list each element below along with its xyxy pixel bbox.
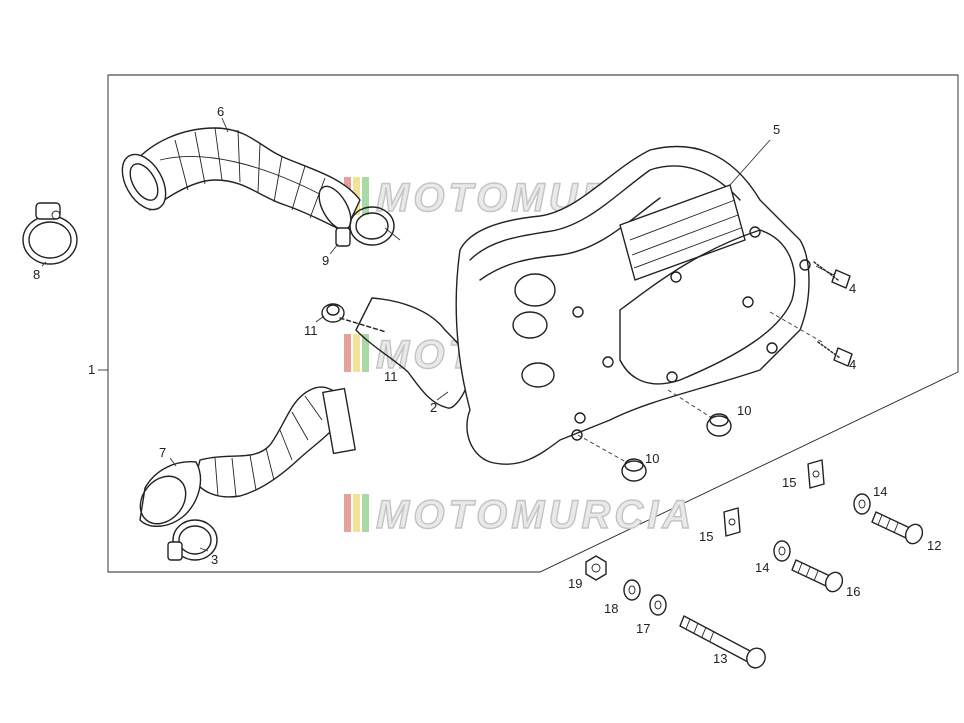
watermark-text: MOTOMURCIA [376,493,695,537]
label-part-11-second: 11 [384,369,398,384]
leader-2 [436,391,449,401]
label-part-7: 7 [159,445,166,460]
screw-part-4-upper [813,261,851,289]
label-part-5: 5 [773,122,780,137]
label-part-1: 1 [88,362,95,377]
label-part-18: 18 [604,601,618,616]
label-part-10-lower: 10 [645,451,659,466]
label-part-10-upper: 10 [737,403,751,418]
leader-6 [221,117,229,133]
label-part-16: 16 [846,584,860,599]
washer-part-17 [649,594,667,616]
screw-part-4-lower [769,311,853,367]
washer-part-14-upper [853,493,871,515]
label-part-4-lower: 4 [849,357,856,372]
leader-11 [315,315,325,323]
intake-hose-part-6 [121,127,361,233]
bolt-part-16 [791,559,844,593]
leader-7 [169,457,177,467]
label-part-2: 2 [430,400,437,415]
grommet-part-11 [321,303,387,333]
washer-part-14-lower [773,540,791,562]
clip-part-15-lower [723,507,741,537]
label-part-9: 9 [322,253,329,268]
label-part-14-lower: 14 [755,560,769,575]
grommet-part-10-upper [667,389,732,437]
clip-part-15-upper [807,459,825,489]
washer-part-18 [623,579,641,601]
leader-3 [199,547,209,552]
grommet-part-10-lower [577,434,647,482]
label-part-15-upper: 15 [782,475,796,490]
label-part-11: 11 [304,323,318,338]
bolt-part-13 [679,615,766,669]
gasket-part-2 [355,297,471,409]
bolt-part-12 [871,511,924,545]
label-part-14-upper: 14 [873,484,887,499]
label-part-6: 6 [217,104,224,119]
label-part-8: 8 [33,267,40,282]
label-part-12: 12 [927,538,941,553]
watermark-bottom: MOTOMURCIA [344,492,695,538]
label-part-4-upper: 4 [849,281,856,296]
hose-clamp-part-3 [167,519,218,561]
hose-clamp-part-8 [22,202,78,265]
label-part-19: 19 [568,576,582,591]
assembly-frame [107,74,959,573]
label-part-17: 17 [636,621,650,636]
label-part-15-lower: 15 [699,529,713,544]
intake-hose-part-7 [139,386,356,527]
air-filter-box-part-5 [455,139,811,465]
label-part-13: 13 [713,651,727,666]
hose-clamp-part-9 [335,206,401,247]
leader-9 [329,243,339,255]
label-part-3: 3 [211,552,218,567]
nut-part-19 [585,555,607,581]
leader-8 [41,261,47,267]
